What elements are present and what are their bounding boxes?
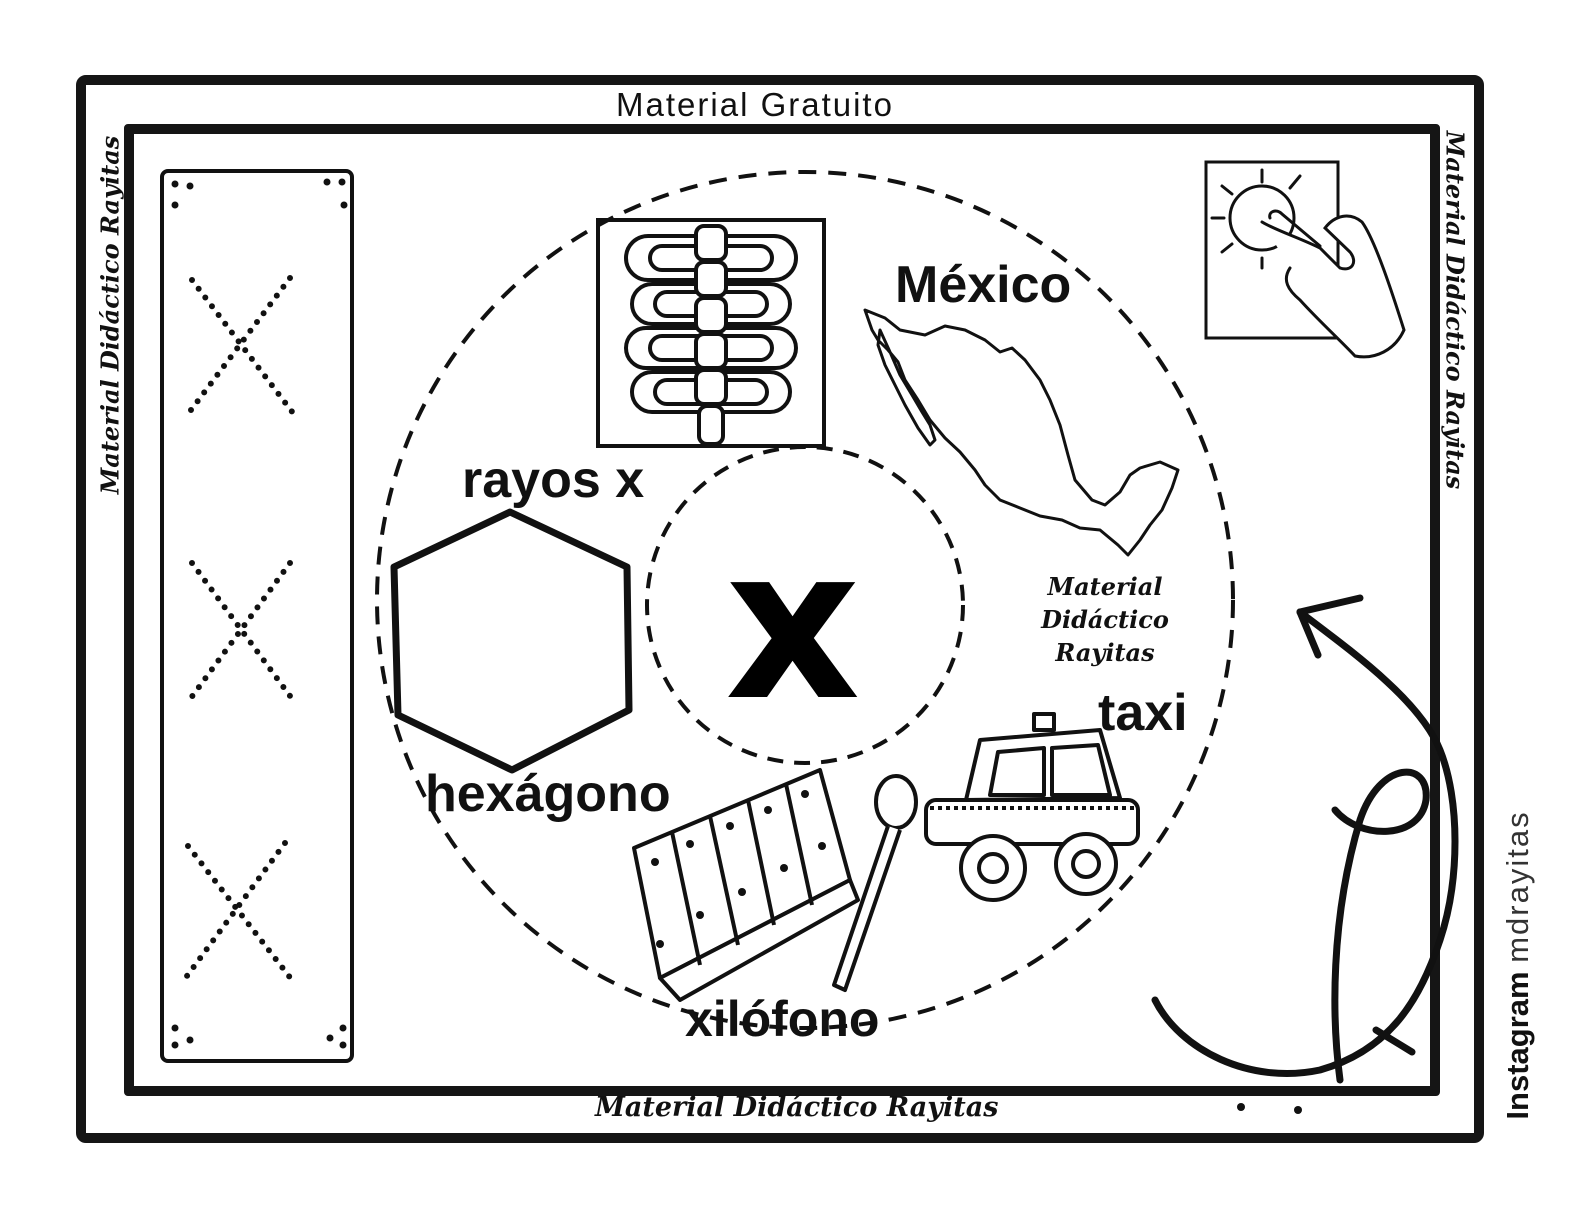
dotted-x-tracing-icon bbox=[160, 169, 354, 1063]
outer-frame bbox=[76, 75, 1484, 1143]
taxi-car-icon bbox=[924, 712, 1140, 902]
bottom-dots bbox=[1237, 1103, 1302, 1114]
watermark-center: Material Didáctico Rayitas bbox=[1040, 570, 1170, 669]
outer-dashed-circle bbox=[375, 170, 1235, 1030]
hexagon-icon bbox=[390, 508, 633, 774]
page-title: Material Gratuito bbox=[616, 86, 894, 123]
xylophone-icon bbox=[632, 768, 918, 1002]
watermark-center-line1: Material bbox=[1047, 572, 1163, 601]
watermark-center-line2: Didáctico bbox=[1041, 605, 1169, 634]
watermark-bottom: Material Didáctico Rayitas bbox=[595, 1092, 999, 1123]
word-xilofono: xilófono bbox=[685, 991, 880, 1047]
watermark-center-line3: Rayitas bbox=[1055, 638, 1155, 667]
word-rayos-x: rayos x bbox=[462, 451, 645, 509]
word-hexagono: hexágono bbox=[425, 765, 671, 823]
word-mexico: México bbox=[895, 256, 1072, 314]
inner-frame bbox=[124, 124, 1440, 1096]
mexico-map-icon bbox=[863, 308, 1180, 557]
word-taxi: taxi bbox=[1098, 684, 1188, 742]
center-letter-x: x bbox=[725, 502, 861, 747]
finger-press-sun-icon bbox=[1204, 160, 1406, 359]
letter-x-stroke-arrow-icon bbox=[1151, 594, 1459, 1084]
ribcage-xray-icon bbox=[596, 218, 826, 448]
